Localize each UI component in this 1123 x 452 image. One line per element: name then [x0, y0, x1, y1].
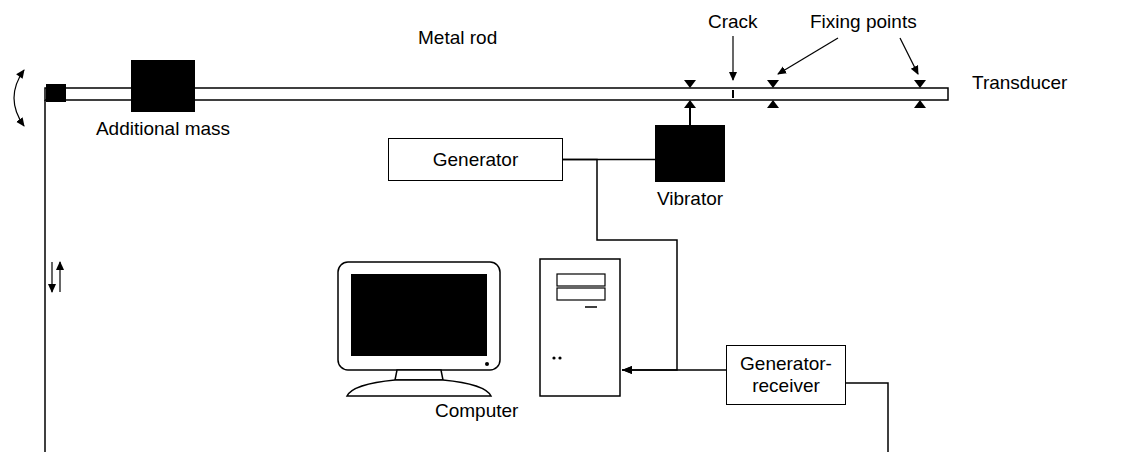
fixing-leader — [778, 38, 838, 74]
fixing-leader — [900, 38, 918, 74]
part-label: Transducer — [972, 72, 1067, 94]
node-text: Computer — [435, 400, 518, 422]
transducer-block — [46, 84, 66, 102]
part-label: Metal rod — [418, 27, 497, 49]
generator-receiver-box: Generator-receiver — [726, 345, 846, 405]
signal-arrow-down — [51, 262, 52, 292]
computer-illustration — [335, 256, 622, 401]
crack-mark — [732, 90, 734, 98]
transducer-wire — [44, 100, 46, 452]
oscillation-arrow — [14, 70, 24, 126]
vibrator-stalk — [689, 108, 691, 125]
generator-box: Generator — [388, 138, 563, 181]
vibrator: Vibrator — [655, 125, 725, 182]
node-text: Generator — [433, 149, 519, 171]
node-text: Additional mass — [96, 118, 230, 140]
computer: Computer — [335, 256, 622, 424]
part-label: Fixing points — [810, 11, 917, 33]
fixing-points — [684, 80, 926, 108]
node-text: Vibrator — [657, 188, 723, 210]
crack-leader — [732, 36, 733, 80]
signal-arrow-up — [59, 262, 60, 292]
signal-wire — [622, 369, 726, 371]
part-label: Crack — [708, 11, 758, 33]
additional-mass: Additional mass — [131, 60, 195, 112]
receiver-wire — [846, 383, 888, 452]
node-text: Generator-receiver — [735, 353, 837, 397]
